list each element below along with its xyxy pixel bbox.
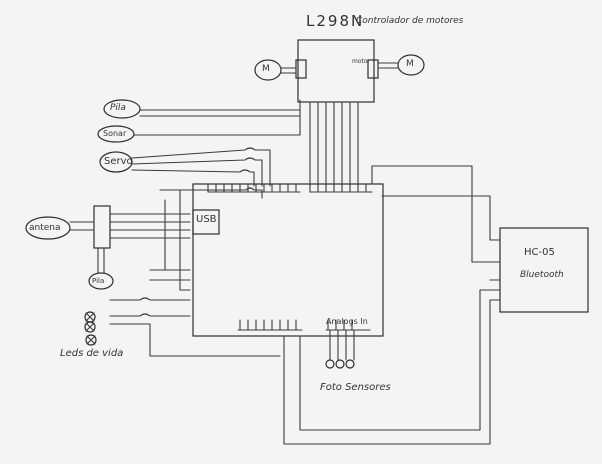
leds-label: Leds de vida xyxy=(60,348,124,359)
driver-subtitle: Controlador de motores xyxy=(356,16,464,26)
servo-label: Servo xyxy=(104,156,133,167)
motor-left xyxy=(254,59,297,81)
battery-top-label: Pila xyxy=(110,103,126,113)
sonar-sensor xyxy=(97,99,301,143)
analog-label: Analogs In xyxy=(326,317,368,326)
motor-right-label: M xyxy=(406,59,414,69)
photo-sensors xyxy=(325,329,355,369)
bluetooth-name: Bluetooth xyxy=(520,270,564,280)
driver-board-wires xyxy=(309,101,359,187)
usb-label: USB xyxy=(196,214,217,225)
bluetooth-module xyxy=(499,227,589,313)
motor-out-label: motor xyxy=(352,58,371,65)
sonar-label: Sonar xyxy=(103,129,127,138)
driver-title: L298N xyxy=(306,12,365,30)
motor-left-label: M xyxy=(262,64,270,74)
motor-right xyxy=(377,54,425,76)
motor-driver-module xyxy=(295,39,379,103)
main-board xyxy=(192,183,384,337)
servo-motor xyxy=(99,147,271,187)
bluetooth-wires xyxy=(283,165,501,445)
left-bus-wires xyxy=(109,187,281,357)
battery-top xyxy=(103,99,301,119)
antenna-label: antena xyxy=(29,223,61,233)
antenna xyxy=(25,216,95,240)
photo-sensors-label: Foto Sensores xyxy=(320,382,391,393)
battery-bottom xyxy=(88,247,114,290)
bluetooth-model: HC-05 xyxy=(524,247,555,258)
led-group xyxy=(84,311,97,346)
regulator-module xyxy=(93,205,191,249)
battery-bottom-label: Pila xyxy=(92,277,105,285)
